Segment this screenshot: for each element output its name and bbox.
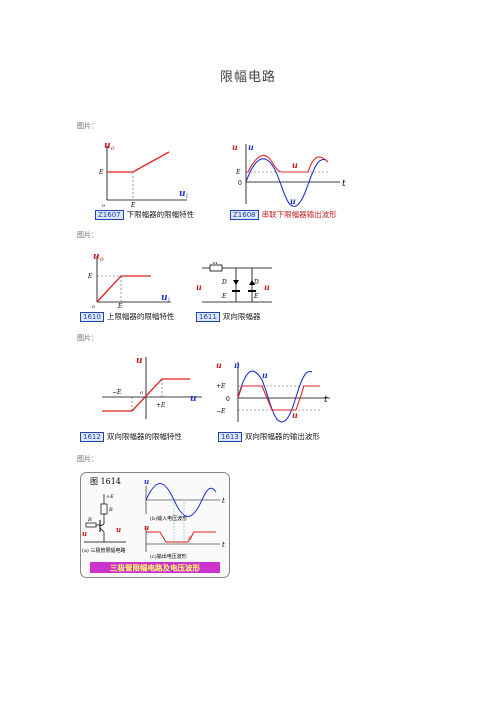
svg-text:U: U bbox=[188, 536, 193, 542]
svg-text:D: D bbox=[221, 279, 227, 286]
figure-1614-banner: 三极管限幅电路及电压波形 bbox=[110, 563, 200, 573]
svg-text:u: u bbox=[248, 142, 254, 152]
svg-text:u: u bbox=[179, 189, 186, 199]
svg-text:+E: +E bbox=[106, 494, 114, 500]
page-title: 限幅电路 bbox=[219, 70, 276, 85]
svg-text:u: u bbox=[262, 370, 268, 380]
svg-text:E: E bbox=[98, 169, 104, 176]
image-label: 图片： bbox=[77, 231, 98, 239]
figure-1614: 图 1614 +E R R u u (a) 三极管限幅电路 u t (b)输入电… bbox=[80, 472, 230, 578]
svg-text:u: u bbox=[290, 196, 296, 206]
svg-text:u: u bbox=[82, 529, 87, 538]
figure-z1607: u o E E o u i bbox=[98, 141, 188, 208]
svg-text:−E: −E bbox=[216, 408, 226, 415]
svg-text:0: 0 bbox=[238, 180, 242, 187]
svg-text:R: R bbox=[212, 262, 218, 266]
svg-text:u: u bbox=[161, 293, 168, 303]
svg-text:u: u bbox=[136, 356, 143, 366]
svg-text:o: o bbox=[111, 145, 115, 152]
svg-text:+E: +E bbox=[156, 402, 166, 409]
svg-text:i: i bbox=[186, 193, 188, 200]
svg-text:u: u bbox=[93, 252, 100, 262]
figure-1612: u u −E +E o bbox=[102, 356, 202, 419]
svg-text:u: u bbox=[190, 394, 197, 404]
svg-text:u: u bbox=[144, 477, 149, 486]
figure-1611: R D D E E u u bbox=[196, 262, 272, 303]
image-label: 图片： bbox=[77, 455, 98, 463]
svg-text:o: o bbox=[100, 256, 104, 263]
svg-text:t: t bbox=[222, 497, 225, 505]
svg-text:u: u bbox=[116, 525, 121, 534]
svg-text:u: u bbox=[292, 160, 298, 170]
svg-text:D: D bbox=[253, 279, 259, 286]
svg-text:i: i bbox=[168, 297, 170, 304]
svg-text:−E: −E bbox=[112, 389, 122, 396]
svg-text:+E: +E bbox=[216, 383, 226, 390]
svg-text:o: o bbox=[140, 390, 143, 396]
svg-text:(c)输出电压波形: (c)输出电压波形 bbox=[150, 553, 187, 560]
figure-1610: u o E E o u i bbox=[87, 252, 171, 308]
svg-text:E: E bbox=[253, 293, 259, 300]
image-label: 图片： bbox=[77, 122, 98, 130]
figure-z1608: u u E 0 u u t bbox=[232, 142, 346, 207]
svg-text:(a) 三极管限幅电路: (a) 三极管限幅电路 bbox=[82, 547, 125, 554]
image-label: 图片： bbox=[77, 334, 98, 342]
svg-text:E: E bbox=[235, 169, 241, 176]
svg-text:(b)输入电压波形: (b)输入电压波形 bbox=[150, 515, 187, 522]
svg-text:R: R bbox=[108, 507, 113, 513]
svg-text:u: u bbox=[264, 282, 270, 292]
svg-text:E: E bbox=[221, 293, 227, 300]
svg-text:u: u bbox=[234, 360, 240, 370]
svg-text:R: R bbox=[87, 517, 92, 523]
svg-text:t: t bbox=[342, 179, 346, 189]
svg-text:E: E bbox=[117, 303, 123, 308]
svg-text:图 1614: 图 1614 bbox=[90, 477, 121, 486]
svg-text:u: u bbox=[292, 410, 298, 420]
svg-text:u: u bbox=[232, 142, 238, 152]
svg-text:u: u bbox=[196, 282, 202, 292]
svg-text:t: t bbox=[324, 395, 328, 405]
svg-text:0: 0 bbox=[226, 396, 230, 403]
svg-text:u: u bbox=[216, 360, 222, 370]
svg-text:E: E bbox=[130, 202, 136, 208]
svg-text:t: t bbox=[222, 541, 225, 549]
axis-uo: u bbox=[104, 141, 111, 151]
svg-text:o: o bbox=[102, 203, 105, 208]
svg-text:u: u bbox=[144, 523, 149, 532]
figure-1613: u u +E 0 −E u u t bbox=[216, 360, 330, 423]
svg-text:E: E bbox=[87, 273, 93, 280]
svg-text:o: o bbox=[92, 304, 95, 308]
